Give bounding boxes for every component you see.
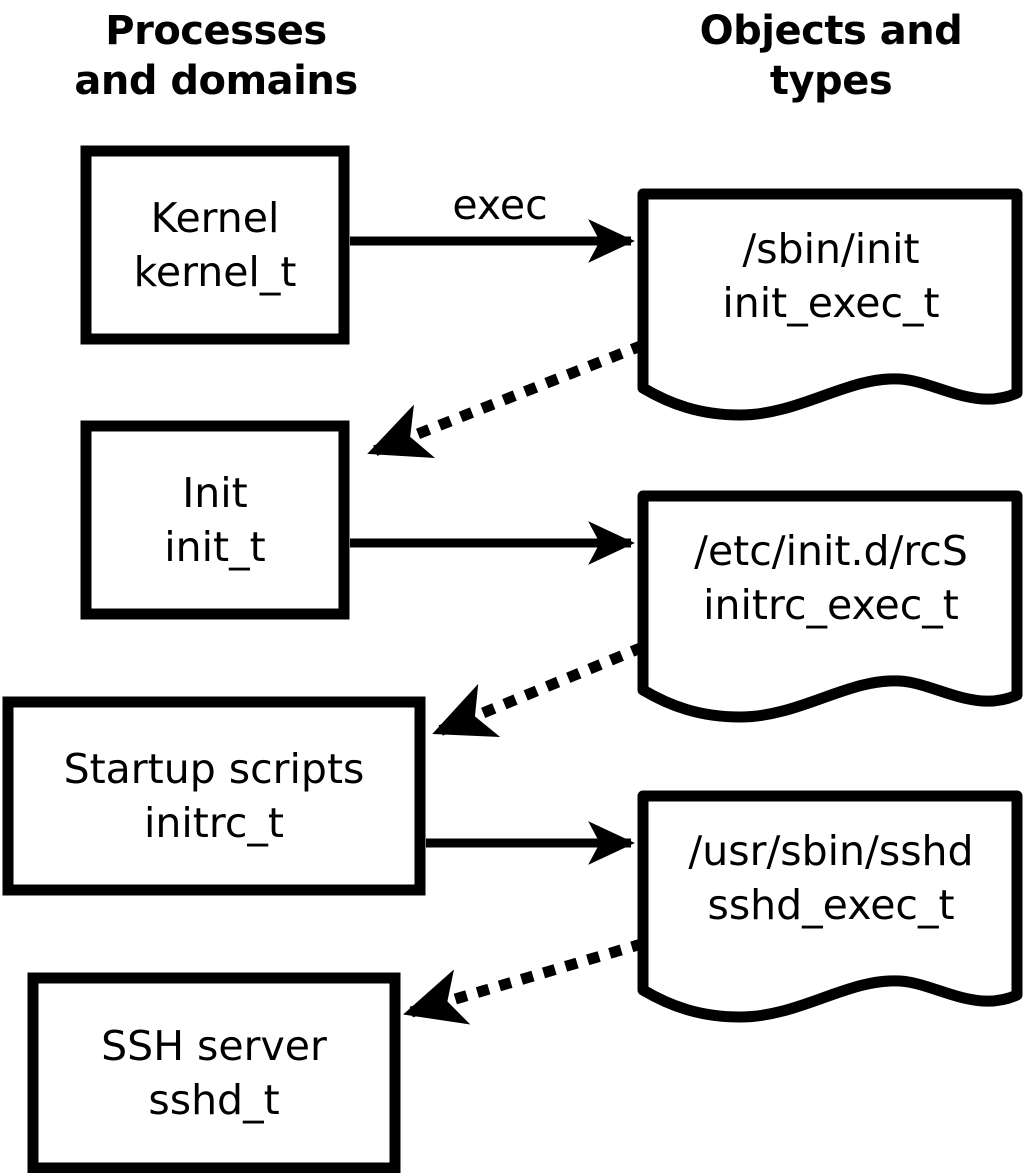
object-doc-initrc-exec <box>637 490 1023 723</box>
process-box-init <box>80 420 350 620</box>
process-box-kernel <box>80 145 350 345</box>
edge-initrc-exec-transition <box>429 641 646 740</box>
edge-label-exec: exec <box>452 181 548 229</box>
edge-init-exec-transition <box>364 339 646 460</box>
object-doc-sshd-exec <box>637 790 1023 1023</box>
edge-sshd-exec-transition <box>401 938 645 1025</box>
process-box-sshd <box>27 972 401 1173</box>
object-doc-init-exec <box>637 188 1023 421</box>
column-header-processes: Processes and domains <box>74 8 358 104</box>
process-box-initrc <box>2 696 426 896</box>
column-header-objects: Objects and types <box>699 8 963 104</box>
